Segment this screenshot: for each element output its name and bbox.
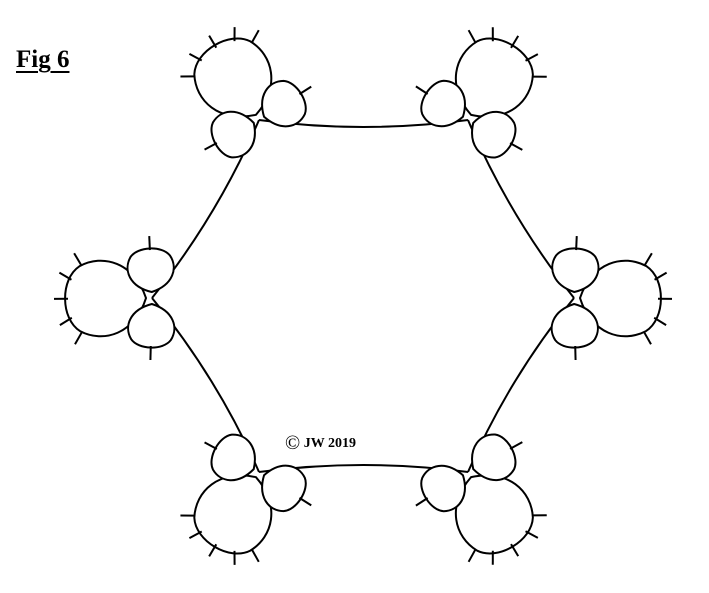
tatted-ring — [454, 27, 547, 118]
tatted-ring — [204, 110, 256, 159]
tatted-ring — [578, 252, 673, 345]
picot — [509, 441, 523, 450]
ring-motif — [180, 27, 312, 159]
tatted-ring — [204, 433, 256, 482]
picot — [525, 53, 539, 62]
picot — [643, 331, 652, 345]
tatted-ring — [127, 302, 176, 361]
tatted-ring — [454, 474, 547, 565]
tatted-ring — [471, 110, 523, 159]
tatted-ring — [471, 433, 523, 482]
picot — [510, 543, 520, 557]
picot — [204, 441, 218, 450]
picot — [58, 271, 72, 281]
tatted-ring — [261, 464, 312, 513]
copyright-text: JW 2019 — [303, 436, 356, 451]
picot — [233, 27, 236, 42]
ring-motif — [53, 236, 176, 361]
picot — [510, 35, 520, 49]
picot — [491, 550, 494, 565]
picot — [643, 252, 653, 266]
picot — [188, 52, 203, 62]
picot — [208, 35, 218, 49]
picot — [415, 497, 429, 507]
picot — [208, 543, 218, 557]
ring-motif — [180, 433, 312, 565]
copyright-notice: © JW 2019 — [285, 432, 356, 455]
picot — [509, 142, 523, 151]
picot — [204, 142, 218, 151]
ring-motif — [550, 236, 673, 361]
tatted-ring — [551, 236, 600, 294]
picot — [74, 331, 83, 345]
picot — [180, 75, 195, 78]
picot — [251, 29, 260, 43]
tatted-ring — [415, 79, 466, 128]
picot — [532, 75, 547, 78]
copyright-symbol: © — [285, 432, 301, 454]
tatted-ring — [126, 236, 175, 294]
picot — [415, 85, 429, 95]
picot — [73, 252, 83, 266]
tatted-ring — [53, 252, 148, 345]
tatted-ring — [415, 464, 466, 513]
picot — [491, 27, 494, 42]
tatted-ring — [180, 474, 273, 565]
picot — [188, 530, 203, 540]
picot — [467, 29, 477, 43]
picot — [251, 549, 260, 563]
picot — [298, 85, 312, 95]
picot — [525, 530, 539, 539]
tatted-ring — [180, 27, 273, 118]
chain-links — [151, 119, 575, 473]
picot — [467, 549, 477, 563]
figure-label: Fig 6 — [16, 46, 70, 73]
picot — [653, 316, 667, 326]
ring-motif — [415, 433, 547, 565]
picot — [298, 497, 312, 507]
tatted-ring — [550, 302, 599, 361]
tatted-ring — [261, 79, 312, 128]
picot — [180, 514, 195, 517]
picot — [233, 550, 236, 565]
ring-motif — [415, 27, 547, 159]
ring-motifs — [53, 27, 673, 565]
picot — [654, 271, 668, 281]
picot — [148, 236, 151, 251]
picot — [575, 236, 578, 251]
picot — [532, 514, 547, 517]
picot — [59, 316, 73, 326]
